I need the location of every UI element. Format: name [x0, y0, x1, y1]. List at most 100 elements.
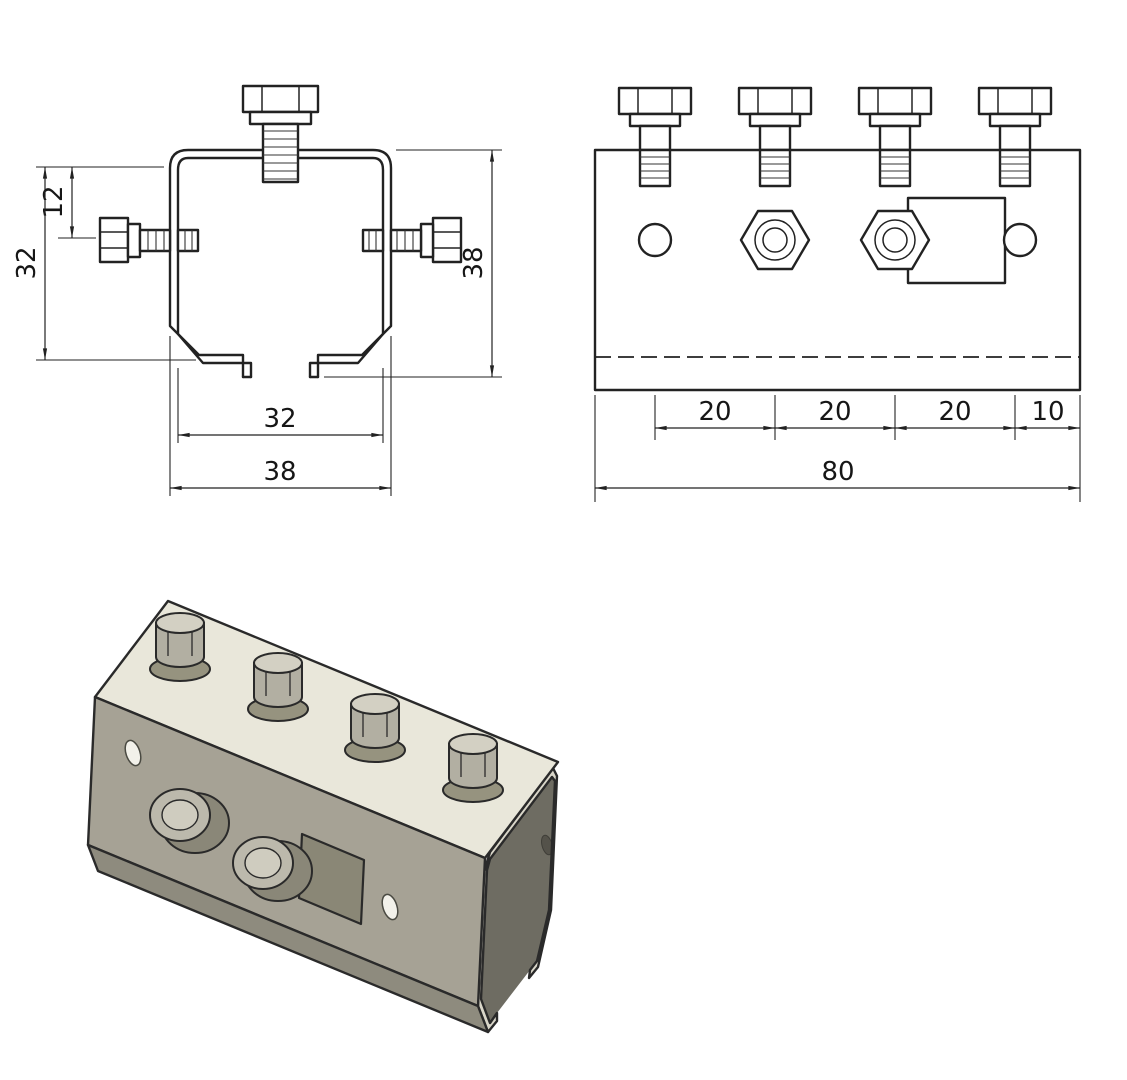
hex-facets: [100, 231, 128, 249]
bolt-collar: [628, 112, 682, 128]
nut-bore-circle: [762, 227, 788, 253]
dimension-text: 38: [263, 457, 296, 487]
top-bolt-head: [241, 84, 320, 114]
dimension-text: 20: [698, 397, 731, 427]
dimension-pitch-a: 20: [655, 397, 775, 431]
thread-lines: [760, 156, 790, 179]
dimension-text: 10: [1031, 397, 1064, 427]
thread-lines: [1000, 156, 1030, 179]
thread-lines: [396, 230, 414, 251]
bolt-collar: [748, 112, 802, 128]
iso-top-bolt-2: [247, 652, 309, 722]
bolt-thread-stub: [998, 148, 1032, 188]
thread-lines: [147, 230, 165, 251]
top-bolt-4: [977, 86, 1053, 188]
bolt-collar: [868, 112, 922, 128]
iso-top-bolt-1: [149, 612, 211, 682]
nut-hexagon: [739, 209, 811, 271]
bolt-thread-stub: [758, 148, 792, 188]
nut-chamfer-circle: [754, 219, 796, 261]
bolt-shank: [998, 124, 1032, 152]
iso-top-bolt-3: [344, 693, 406, 763]
thread-lines: [368, 230, 377, 251]
bolt-thread-stub: [638, 148, 672, 188]
front-slot-hole-2: [381, 893, 399, 921]
dimension-text: 20: [938, 397, 971, 427]
top-bolt-2: [737, 86, 813, 188]
dimension-overall-length: 80: [595, 457, 1080, 491]
side-dimensions: 20 20 20 10 80: [594, 395, 1081, 502]
hex-facets: [997, 88, 1033, 114]
dimension-bolt-offset: 12: [39, 167, 75, 238]
hex-facets: [433, 231, 461, 249]
nut-bore-circle: [882, 227, 908, 253]
bolt-head-top: [161, 799, 199, 831]
right-bolt-shank: [389, 228, 423, 253]
top-bolt-shank: [261, 122, 300, 184]
dimension-text: 32: [12, 246, 42, 279]
dimension-pitch-c: 20: [895, 397, 1015, 431]
dimension-end-offset: 10: [1014, 397, 1080, 431]
thread-lines: [640, 156, 670, 179]
dimension-text: 80: [821, 457, 854, 487]
front-view: 12 32 38 32 38: [12, 84, 502, 496]
dimension-text: 20: [818, 397, 851, 427]
side-hole-right: [1002, 222, 1038, 258]
right-bolt-washer: [419, 222, 435, 259]
iso-side-bolt-2: [232, 836, 313, 902]
iso-side-bolt-1: [149, 788, 230, 854]
hex-facets: [261, 86, 300, 112]
hex-facets: [637, 88, 673, 114]
dimension-overall-width: 38: [170, 457, 391, 491]
lower-lip-face: [86, 843, 490, 1034]
extension-lines: [594, 395, 1081, 502]
bolt-head: [977, 86, 1053, 116]
nut-chamfer-circle: [874, 219, 916, 261]
bolt-shank: [758, 124, 792, 152]
hex-nut-1: [739, 209, 811, 271]
right-bolt-tip: [361, 228, 385, 253]
bolt-shank: [878, 124, 912, 152]
left-bolt-head: [98, 216, 130, 264]
side-hole-left: [637, 222, 673, 258]
dimension-text: 32: [263, 404, 296, 434]
extension-lines: [36, 149, 502, 496]
nut-hexagon: [859, 209, 931, 271]
left-bolt-washer: [126, 222, 142, 259]
end-face-ring: [476, 766, 559, 1034]
right-side-bolt: [361, 216, 463, 264]
bolt-head-top: [253, 652, 303, 674]
side-view: 20 20 20 10 80: [593, 86, 1082, 502]
bolt-shank: [638, 124, 672, 152]
bolt-collar: [988, 112, 1042, 128]
bolt-head-top: [350, 693, 400, 715]
left-bolt-shank: [138, 228, 172, 253]
left-side-bolt: [98, 216, 200, 264]
top-bolt: [241, 84, 320, 184]
channel-profile-inner: [176, 156, 385, 379]
dimension-text: 38: [459, 246, 489, 279]
top-bolt-collar: [248, 110, 313, 126]
bolt-head-top: [448, 733, 498, 755]
thread-lines: [263, 130, 298, 180]
right-bolt-head: [431, 216, 463, 264]
isometric-view: [86, 599, 560, 1034]
left-bolt-tip: [176, 228, 200, 253]
bolt-head-top: [155, 612, 205, 634]
iso-top-bolt-4: [442, 733, 504, 803]
hex-nut-2: [859, 209, 931, 271]
dimension-inner-width: 32: [178, 404, 383, 438]
hex-facets: [877, 88, 913, 114]
thread-lines: [880, 156, 910, 179]
dimension-text: 12: [39, 185, 69, 218]
dimension-side-height: 32: [12, 167, 48, 360]
bolt-head: [617, 86, 693, 116]
hex-facets: [757, 88, 793, 114]
front-slot-hole-1: [124, 739, 142, 767]
bolt-thread-stub: [878, 148, 912, 188]
top-bolt-3: [857, 86, 933, 188]
thread-lines: [184, 230, 193, 251]
top-bolt-1: [617, 86, 693, 188]
